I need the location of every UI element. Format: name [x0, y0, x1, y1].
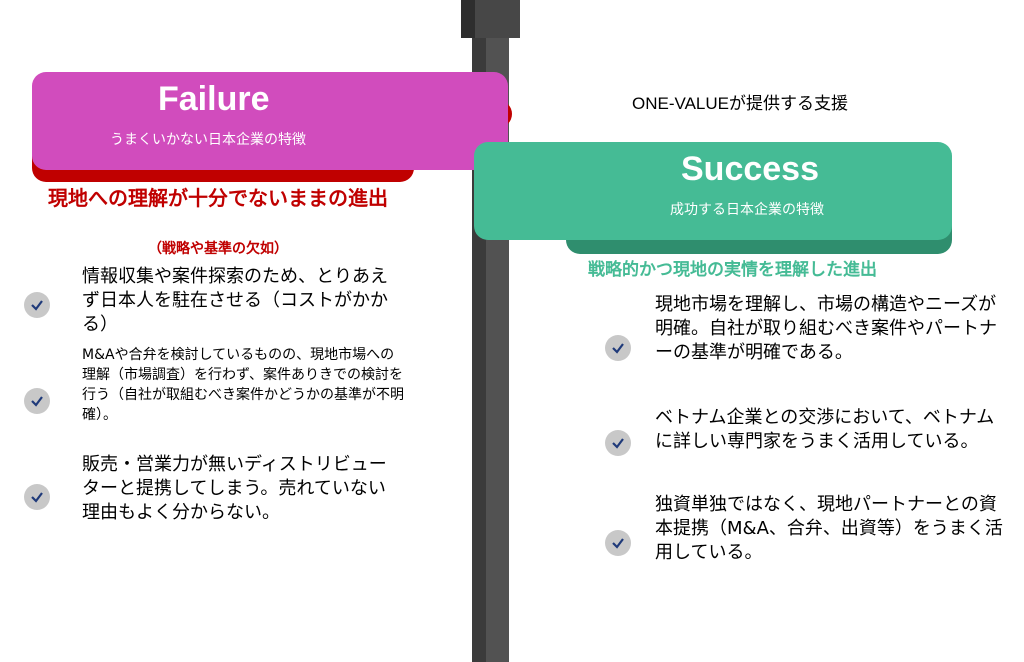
check-icon: [24, 484, 50, 510]
failure-heading: 現地への理解が十分でないままの進出: [48, 186, 388, 210]
success-item-1: 現地市場を理解し、市場の構造やニーズが明確。自社が取り組むべき案件やパートナーの…: [655, 294, 997, 363]
success-heading: 戦略的かつ現地の実情を理解した進出: [588, 260, 877, 280]
offer-label: ONE-VALUEが提供する支援: [632, 94, 848, 113]
success-title: Success: [681, 150, 819, 188]
check-icon: [605, 335, 631, 361]
success-item-2: ベトナム企業との交渉において、ベトナムに詳しい専門家をうまく活用している。: [655, 407, 995, 452]
failure-item-2: M&Aや合弁を検討しているものの、現地市場への理解（市場調査）を行わず、案件あり…: [82, 347, 404, 423]
success-subtitle: 成功する日本企業の特徴: [670, 202, 824, 218]
failure-item-1: 情報収集や案件探索のため、とりあえず日本人を駐在させる（コストがかかる）: [82, 266, 388, 335]
success-item-3: 独資単独ではなく、現地パートナーとの資本提携（M&A、合弁、出資等）をうまく活用…: [655, 494, 1003, 563]
failure-subheading: （戦略や基準の欠如）: [148, 241, 288, 257]
failure-subtitle: うまくいかない日本企業の特徴: [110, 132, 306, 148]
check-icon: [605, 530, 631, 556]
signpost-cap-shade: [461, 0, 475, 38]
failure-title: Failure: [158, 80, 270, 118]
check-icon: [605, 430, 631, 456]
check-icon: [24, 292, 50, 318]
failure-sign: [32, 72, 508, 170]
check-icon: [24, 388, 50, 414]
failure-item-3: 販売・営業力が無いディストリビューターと提携してしまう。売れていない理由もよく分…: [82, 454, 387, 523]
success-sign: [474, 142, 952, 240]
